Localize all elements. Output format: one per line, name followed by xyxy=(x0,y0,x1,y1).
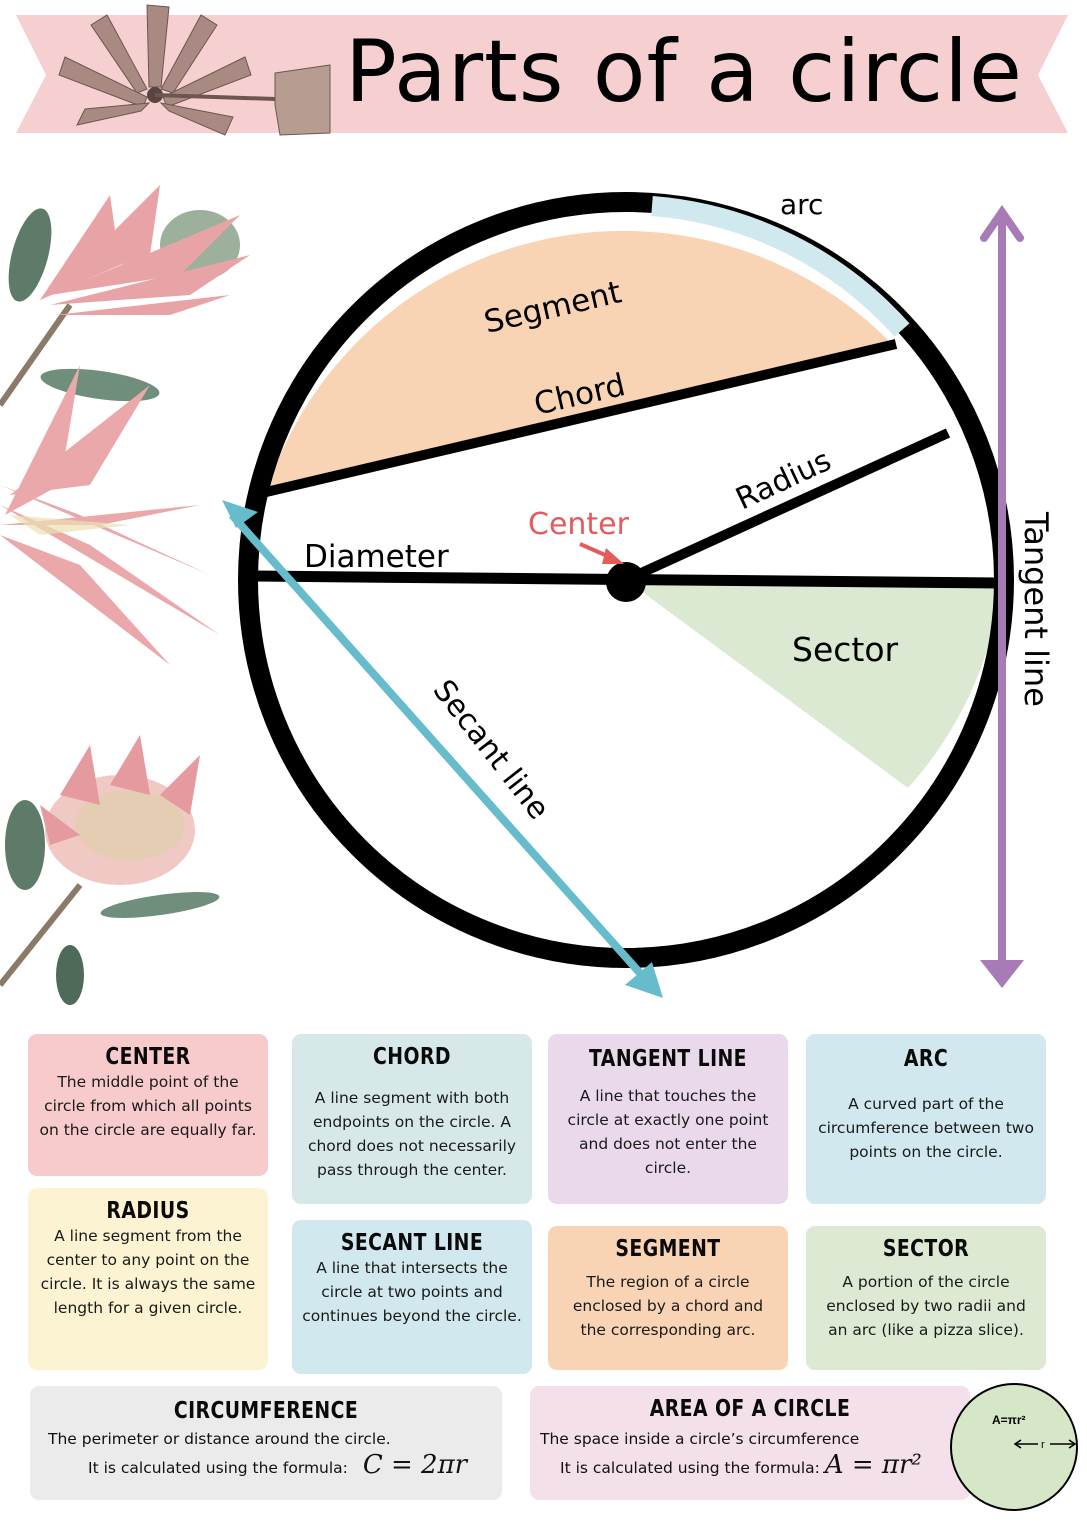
sector-region xyxy=(626,580,1001,788)
windmill-icon xyxy=(58,4,331,136)
card-area-title: AREA OF A CIRCLE xyxy=(649,1396,851,1422)
card-chord-text: A line segment with both endpoints on th… xyxy=(307,1089,517,1179)
card-segment: SEGMENT The region of a circle enclosed … xyxy=(548,1226,788,1370)
protea-flower-icon xyxy=(0,365,220,665)
center-point xyxy=(606,562,646,602)
area-badge-radius-label: r xyxy=(1041,1439,1045,1451)
card-secant-title: SECANT LINE xyxy=(340,1230,484,1256)
card-segment-title: SEGMENT xyxy=(615,1236,721,1262)
card-circumference-formula-row: It is calculated using the formula: C = … xyxy=(40,1452,492,1481)
area-formula: A = πr² xyxy=(824,1450,922,1480)
card-sector-title: SECTOR xyxy=(882,1236,970,1262)
segment-region xyxy=(266,230,892,493)
card-circumference-formula-intro: It is calculated using the formula: xyxy=(88,1459,348,1477)
card-secant: SECANT LINE A line that intersects the c… xyxy=(292,1220,532,1374)
card-arc-title: ARC xyxy=(903,1046,949,1072)
card-radius: RADIUS A line segment from the center to… xyxy=(28,1188,268,1370)
sector-label: Sector xyxy=(792,630,899,669)
arc-highlight xyxy=(651,196,910,337)
tangent-label: Tangent line xyxy=(1017,511,1055,707)
card-tangent: TANGENT LINE A line that touches the cir… xyxy=(548,1034,788,1204)
card-sector-text: A portion of the circle enclosed by two … xyxy=(826,1273,1026,1339)
card-tangent-title: TANGENT LINE xyxy=(588,1046,747,1072)
area-badge-circle xyxy=(950,1383,1078,1511)
card-tangent-text: A line that touches the circle at exactl… xyxy=(567,1087,769,1177)
card-secant-text: A line that intersects the circle at two… xyxy=(302,1259,522,1325)
radius-line xyxy=(623,428,951,585)
card-radius-title: RADIUS xyxy=(106,1198,190,1224)
card-center: CENTER The middle point of the circle fr… xyxy=(28,1034,268,1176)
circle-diagram: arc Segment Chord Radius Center Diameter… xyxy=(222,188,1055,998)
tangent-line xyxy=(980,204,1024,988)
center-pointer-arrow xyxy=(579,542,624,564)
circumference-formula: C = 2πr xyxy=(362,1450,468,1480)
card-chord: CHORD A line segment with both endpoints… xyxy=(292,1034,532,1204)
protea-flowers-illustration xyxy=(0,185,250,1005)
card-circumference-title: CIRCUMFERENCE xyxy=(173,1398,359,1424)
card-center-text: The middle point of the circle from whic… xyxy=(39,1073,257,1139)
page-title: Parts of a circle xyxy=(345,22,1023,122)
card-segment-text: The region of a circle enclosed by a cho… xyxy=(572,1273,764,1339)
card-sector: SECTOR A portion of the circle enclosed … xyxy=(806,1226,1046,1370)
center-label: Center xyxy=(528,507,630,542)
card-arc: ARC A curved part of the circumference b… xyxy=(806,1034,1046,1204)
card-center-title: CENTER xyxy=(105,1044,191,1070)
card-radius-text: A line segment from the center to any po… xyxy=(40,1227,256,1317)
card-chord-title: CHORD xyxy=(373,1044,451,1070)
title-banner: Parts of a circle xyxy=(0,0,1087,150)
card-circumference-text: The perimeter or distance around the cir… xyxy=(48,1430,391,1448)
banner-ribbon xyxy=(16,4,1068,136)
card-arc-text: A curved part of the circumference betwe… xyxy=(818,1095,1034,1161)
protea-flower-icon xyxy=(0,735,220,1005)
chord-line xyxy=(260,339,898,498)
arc-label: arc xyxy=(780,188,823,221)
card-area-text: The space inside a circle’s circumferenc… xyxy=(540,1430,860,1448)
card-area-formula-row: It is calculated using the formula: A = … xyxy=(540,1452,960,1481)
radius-arrow-icon xyxy=(1013,1439,1077,1449)
secant-line xyxy=(222,500,663,998)
card-area-formula-intro: It is calculated using the formula: xyxy=(560,1459,820,1477)
diameter-label: Diameter xyxy=(304,539,449,575)
card-area: AREA OF A CIRCLE The space inside a circ… xyxy=(530,1386,970,1500)
card-circumference: CIRCUMFERENCE The perimeter or distance … xyxy=(30,1386,502,1500)
area-badge-formula: A=πr² xyxy=(992,1413,1026,1427)
area-circle-badge: A=πr² r xyxy=(950,1383,1078,1511)
